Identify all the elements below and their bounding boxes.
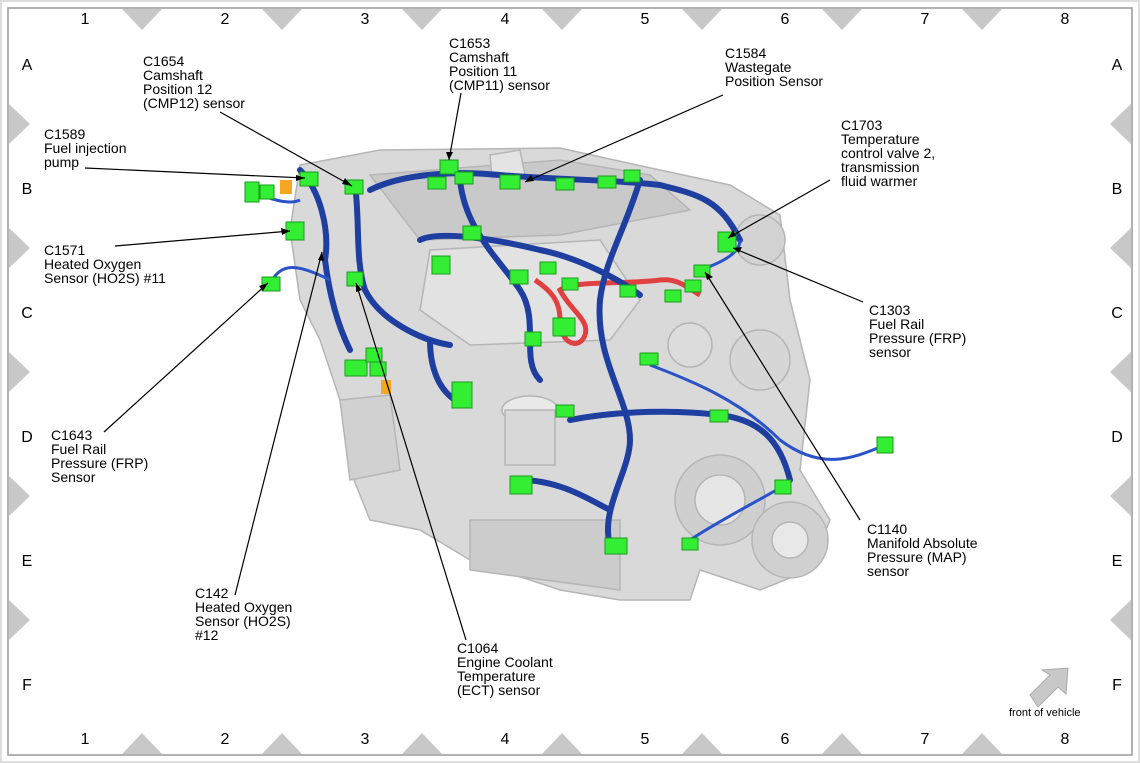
grid-row-b: B xyxy=(21,181,33,198)
grid-col-6: 6 xyxy=(780,11,790,28)
callout-line: pump xyxy=(44,154,80,170)
leader-arrowheads xyxy=(259,152,742,292)
grid-row-a-right: A xyxy=(1111,57,1123,74)
grid-col-8: 8 xyxy=(1060,11,1070,28)
callout-line: Wastegate xyxy=(725,59,792,75)
leader-lines xyxy=(84,92,864,641)
callout-line: Position 11 xyxy=(449,63,518,79)
callout-line: Sensor (HO2S) xyxy=(195,613,291,629)
callout-line: Pressure (MAP) xyxy=(867,549,967,565)
callout-c1571: C1571 Heated Oxygen Sensor (HO2S) #11 xyxy=(44,243,166,285)
engine-block xyxy=(289,147,831,601)
grid-row-b-right: B xyxy=(1111,181,1123,198)
connector-id: C1643 xyxy=(51,427,93,443)
orange-connectors xyxy=(280,180,391,394)
connector-id: C1703 xyxy=(841,117,883,133)
callout-c1643: C1643 Fuel Rail Pressure (FRP) Sensor xyxy=(51,428,148,484)
callout-line: fluid warmer xyxy=(841,173,918,189)
callout-line: #12 xyxy=(195,627,219,643)
callout-line: Temperature xyxy=(841,131,920,147)
callout-line: Sensor (HO2S) #11 xyxy=(44,270,166,286)
grid-col-6-bottom: 6 xyxy=(780,731,790,748)
callout-line: (ECT) sensor xyxy=(457,682,541,698)
callout-line: Fuel Rail xyxy=(869,316,925,332)
connector-id: C1654 xyxy=(143,53,185,69)
callout-c1589: C1589 Fuel injection pump xyxy=(44,127,127,169)
grid-row-f-right: F xyxy=(1112,677,1122,694)
callout-c1584: C1584 Wastegate Position Sensor xyxy=(725,46,823,88)
callout-c1303: C1303 Fuel Rail Pressure (FRP) sensor xyxy=(869,303,966,359)
callout-line: Temperature xyxy=(457,668,536,684)
callout-line: (CMP11) sensor xyxy=(449,77,550,93)
grid-row-d: D xyxy=(21,429,33,446)
callout-line: Manifold Absolute xyxy=(867,535,978,551)
grid-col-1: 1 xyxy=(80,11,90,28)
callout-c1653: C1653 Camshaft Position 11 (CMP11) senso… xyxy=(449,36,550,92)
connector-id: C142 xyxy=(195,585,229,601)
callout-c1703: C1703 Temperature control valve 2, trans… xyxy=(841,118,935,188)
grid-col-8-bottom: 8 xyxy=(1060,731,1070,748)
callout-c142: C142 Heated Oxygen Sensor (HO2S) #12 xyxy=(195,586,292,642)
callout-line: Camshaft xyxy=(143,67,203,83)
grid-col-3: 3 xyxy=(360,11,370,28)
grid-row-a: A xyxy=(21,57,33,74)
connector-id: C1140 xyxy=(867,521,908,537)
callout-line: Pressure (FRP) xyxy=(51,455,149,471)
grid-row-d-right: D xyxy=(1111,429,1123,446)
callout-line: Position Sensor xyxy=(725,73,824,89)
callout-line: Camshaft xyxy=(449,49,509,65)
callout-line: transmission xyxy=(841,159,920,175)
grid-col-5: 5 xyxy=(640,11,650,28)
callout-line: sensor xyxy=(867,563,910,579)
callout-line: sensor xyxy=(869,344,912,360)
grid-col-4-bottom: 4 xyxy=(500,731,510,748)
front-of-vehicle-label: front of vehicle xyxy=(1009,707,1081,719)
grid-col-3-bottom: 3 xyxy=(360,731,370,748)
callout-line: Fuel injection xyxy=(44,140,127,156)
connector-id: C1303 xyxy=(869,302,911,318)
wiring-harness xyxy=(297,167,793,548)
callout-line: Heated Oxygen xyxy=(44,256,142,272)
grid-col-7: 7 xyxy=(920,11,930,28)
grid-col-5-bottom: 5 xyxy=(640,731,650,748)
grid-col-4: 4 xyxy=(500,11,510,28)
grid-col-2-bottom: 2 xyxy=(220,731,230,748)
callout-line: Sensor xyxy=(51,469,96,485)
grid-col-1-bottom: 1 xyxy=(80,731,90,748)
grid-row-e: E xyxy=(21,553,33,570)
connector-id: C1571 xyxy=(44,242,86,258)
callout-line: Fuel Rail xyxy=(51,441,107,457)
callout-c1140: C1140 Manifold Absolute Pressure (MAP) s… xyxy=(867,522,978,578)
callout-line: Heated Oxygen xyxy=(195,599,293,615)
connector-id: C1589 xyxy=(44,126,86,142)
connector-id: C1584 xyxy=(725,45,767,61)
callout-line: (CMP12) sensor xyxy=(143,95,245,111)
grid-row-c-right: C xyxy=(1111,305,1123,322)
connector-id: C1064 xyxy=(457,640,499,656)
callout-line: Position 12 xyxy=(143,81,213,97)
grid-row-e-right: E xyxy=(1111,553,1123,570)
callout-line: Engine Coolant xyxy=(457,654,553,670)
arrow-up-right-icon xyxy=(1029,667,1069,708)
grid-row-f: F xyxy=(22,677,32,694)
grid-col-7-bottom: 7 xyxy=(920,731,930,748)
callout-c1654: C1654 Camshaft Position 12 (CMP12) senso… xyxy=(143,54,245,110)
callout-c1064: C1064 Engine Coolant Temperature (ECT) s… xyxy=(457,641,553,697)
grid-row-c: C xyxy=(21,305,33,322)
callout-line: Pressure (FRP) xyxy=(869,330,967,346)
connector-id: C1653 xyxy=(449,35,491,51)
grid-col-2: 2 xyxy=(220,11,230,28)
callout-line: control valve 2, xyxy=(841,145,936,161)
